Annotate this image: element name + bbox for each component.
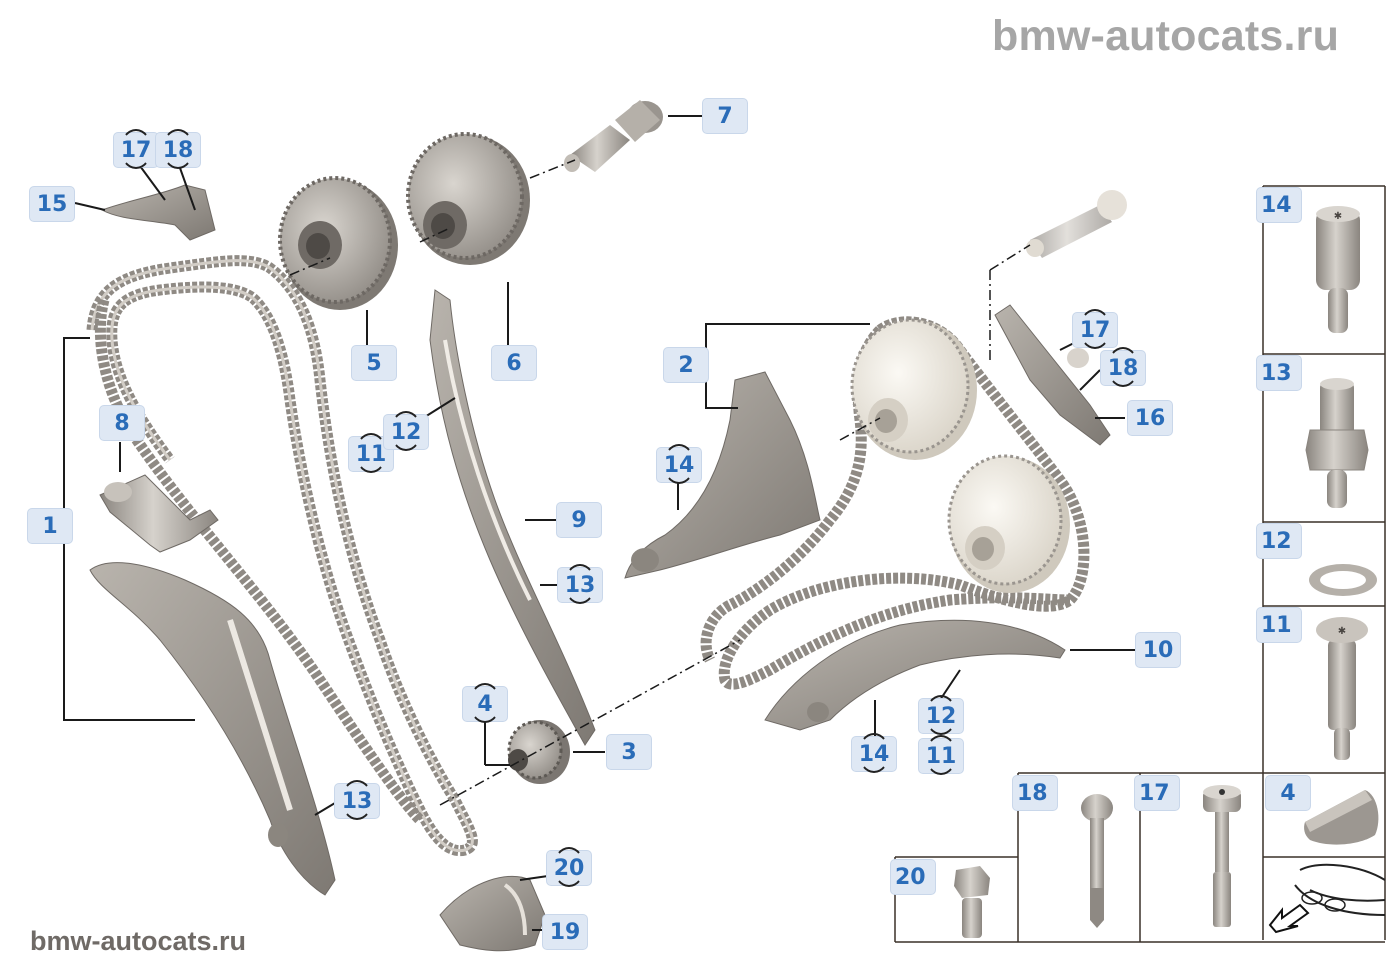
callout-17-rail15[interactable]: 17 [113, 129, 159, 169]
callout-18-rail15[interactable]: 18 [155, 129, 201, 169]
callout-12-right[interactable]: 12 [918, 695, 964, 735]
callout-4[interactable]: 4 [462, 683, 508, 723]
callout-1[interactable]: 1 [27, 508, 73, 544]
timing-chain-right [718, 316, 1090, 690]
legend-label-13[interactable]: 13 [1256, 355, 1302, 391]
camshaft-sprocket-lower-right [947, 454, 1070, 593]
callout-17-rail16[interactable]: 17 [1072, 309, 1118, 349]
callout-13-rail1[interactable]: 13 [334, 780, 380, 820]
timing-chain-left-strand [94, 298, 424, 824]
chain-highlight [90, 259, 474, 853]
callout-11-right[interactable]: 11 [918, 735, 964, 775]
rail-9-slide-strip [443, 339, 532, 601]
svg-text:✱: ✱ [1334, 211, 1342, 222]
rail-1-pivot [268, 823, 288, 847]
part-13-pin-image [1305, 378, 1369, 508]
legend-label-18[interactable]: 18 [1012, 775, 1058, 811]
callout-12-left[interactable]: 12 [383, 411, 429, 451]
part-14-bolt-image: ✱ [1316, 206, 1360, 333]
part-4-woodruff-key-image [1304, 790, 1379, 845]
guide-rail-10 [764, 619, 1066, 731]
part-17-socket-bolt-image [1203, 785, 1241, 927]
central-bolt-right [1026, 190, 1127, 258]
callout-10[interactable]: 10 [1135, 632, 1181, 668]
callout-13-rail9[interactable]: 13 [557, 564, 603, 604]
callout-7[interactable]: 7 [702, 98, 748, 134]
callout-3[interactable]: 3 [606, 734, 652, 770]
callout-15[interactable]: 15 [29, 186, 75, 222]
legend-label-4[interactable]: 4 [1265, 775, 1311, 811]
part-11-pin-bolt-image: ✱ [1316, 617, 1368, 760]
callout-8[interactable]: 8 [99, 405, 145, 441]
legend-label-12[interactable]: 12 [1256, 523, 1302, 559]
part-18-pan-bolt-image [1081, 794, 1113, 928]
callout-20[interactable]: 20 [546, 847, 592, 887]
callout-14-rail10[interactable]: 14 [851, 733, 897, 773]
tensioner-rail-2 [624, 371, 821, 579]
legend-label-17[interactable]: 17 [1134, 775, 1180, 811]
callout-6[interactable]: 6 [491, 345, 537, 381]
callout-5[interactable]: 5 [351, 345, 397, 381]
rail-1-slide-strip [227, 619, 293, 811]
crankshaft-sprocket-3 [507, 720, 570, 784]
legend-grid [894, 185, 1386, 943]
callout-14-rail2[interactable]: 14 [656, 444, 702, 484]
legend-label-14[interactable]: 14 [1256, 187, 1302, 223]
guide-rail-9 [429, 289, 596, 746]
callout-16[interactable]: 16 [1127, 400, 1173, 436]
bracket-19 [439, 875, 546, 952]
central-bolt-7 [564, 100, 663, 172]
legend-label-11[interactable]: 11 [1256, 607, 1302, 643]
svg-text:✱: ✱ [1338, 626, 1346, 637]
camshaft-sprocket-5 [278, 176, 398, 310]
callout-11-left[interactable]: 11 [348, 433, 394, 473]
chain-tensioner-8 [99, 474, 219, 553]
legend-label-20[interactable]: 20 [890, 859, 936, 895]
watermark-bottom: bmw-autocats.ru [30, 926, 247, 956]
callout-2[interactable]: 2 [663, 347, 709, 383]
part-12-washer-image [1309, 564, 1377, 596]
camshaft-sprocket-6 [406, 132, 530, 265]
callout-18-rail16[interactable]: 18 [1100, 347, 1146, 387]
watermark-top: bmw-autocats.ru [992, 12, 1340, 60]
callout-9[interactable]: 9 [556, 502, 602, 538]
vehicle-front-arrow-icon [1268, 863, 1386, 934]
guide-rail-15 [100, 184, 216, 241]
camshaft-sprocket-upper-right [850, 318, 977, 460]
callout-19[interactable]: 19 [542, 914, 588, 950]
part-20-hex-bolt-image [954, 866, 990, 938]
axis-lines [289, 159, 1031, 806]
guide-rail-16 [994, 304, 1111, 446]
tensioner-rail-1 [89, 562, 336, 896]
